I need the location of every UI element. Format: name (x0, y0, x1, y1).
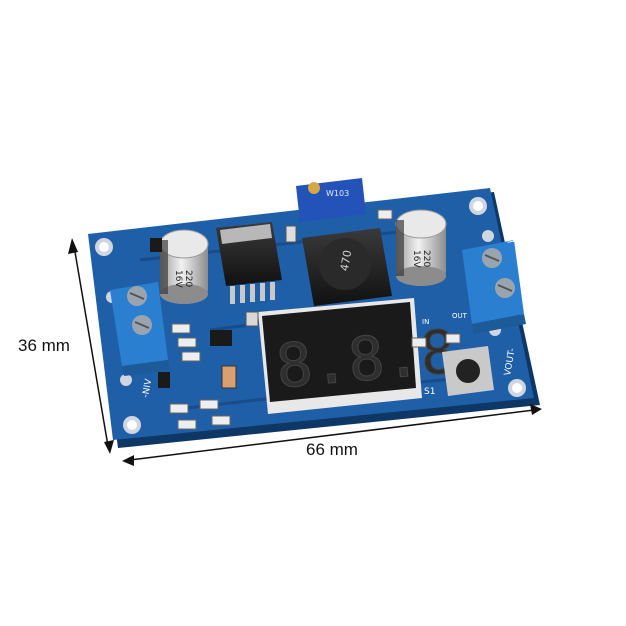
capacitor-left: 22016V (159, 229, 209, 304)
smd-components (150, 209, 461, 430)
potentiometer: W103 (296, 178, 366, 222)
input-terminal-block (110, 282, 170, 376)
silkscreen-vin: -NIV (141, 377, 154, 398)
regulator-ic (216, 222, 282, 304)
silkscreen-vout: VOUT+ (507, 211, 523, 245)
silkscreen-vout-minus: VOUT- (503, 348, 518, 377)
display-digits: 8.8.8 (273, 317, 459, 402)
inductor-marking: 470 (338, 249, 354, 272)
height-dimension-label: 36 mm (18, 336, 70, 355)
inductor: 470 (302, 228, 392, 306)
height-dimension-arrow (68, 238, 114, 454)
seven-segment-display: 8.8.8 (258, 298, 460, 414)
push-button (442, 346, 494, 396)
silkscreen-in: IN (422, 318, 429, 326)
potentiometer-marking: W103 (326, 189, 349, 198)
capacitor-right: 22016V (395, 209, 447, 286)
output-terminal-block (462, 240, 526, 334)
silkscreen-out: OUT (452, 312, 468, 320)
width-dimension-arrow (122, 404, 542, 466)
width-dimension-label: 66 mm (306, 440, 358, 459)
capacitor-right-marking: 22016V (411, 250, 431, 268)
silkscreen-s1: S1 (424, 387, 435, 397)
capacitor-left-marking: 22016V (173, 270, 193, 288)
